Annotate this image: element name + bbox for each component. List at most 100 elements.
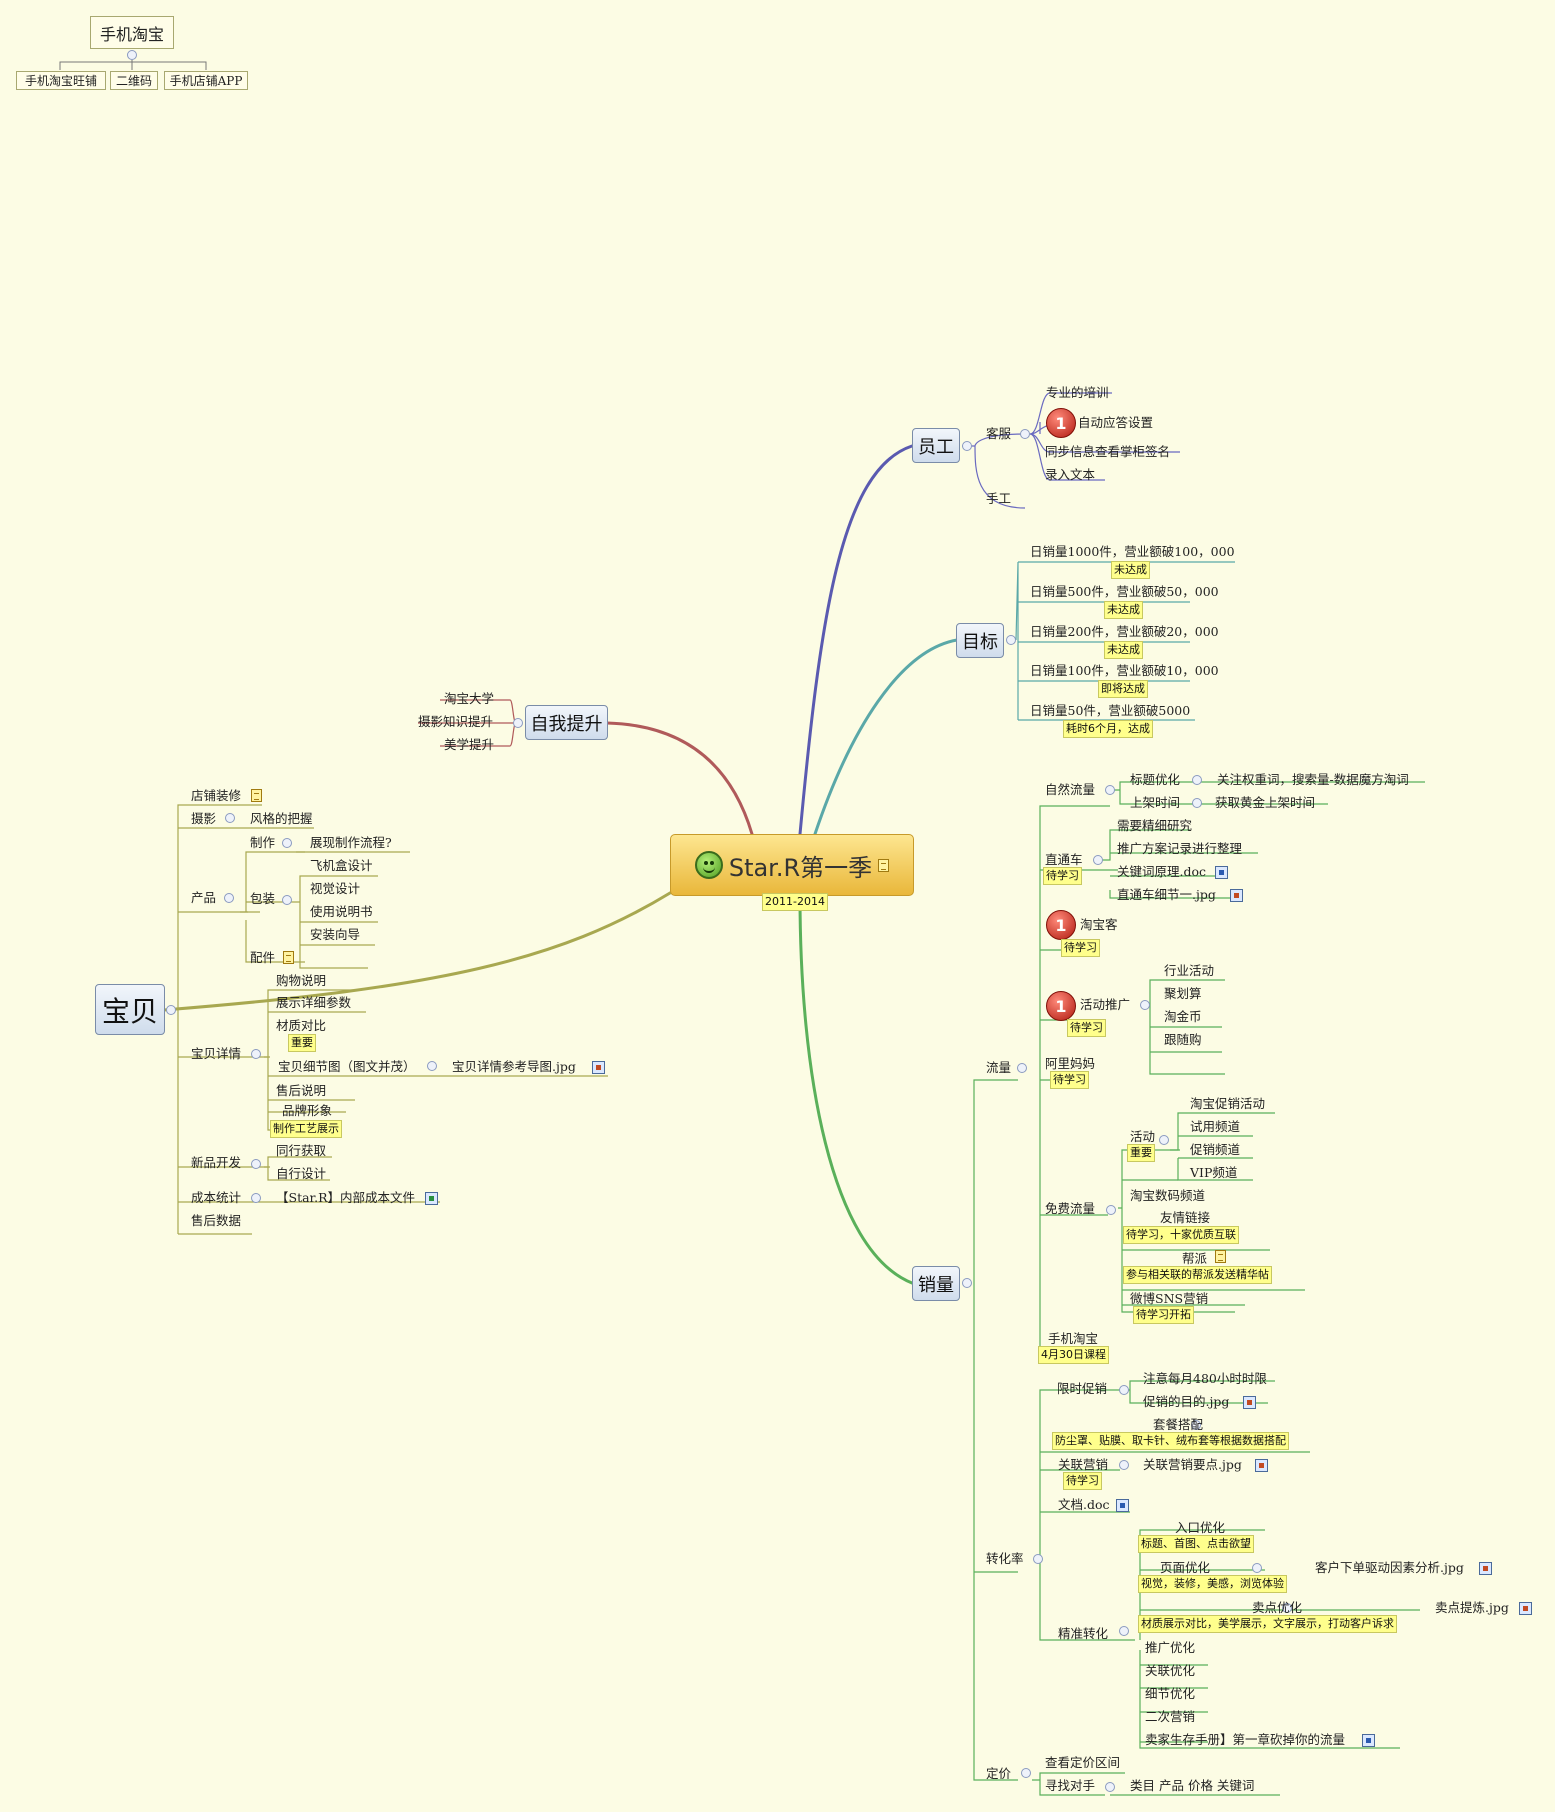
mianfei-item-text: 友情链接 <box>1160 1210 1211 1225</box>
shouhou-text: 售后数据 <box>191 1213 241 1228</box>
kefu-item-text: 同步信息查看掌柜签名 <box>1045 444 1170 459</box>
sheying-text: 摄影 <box>191 811 217 826</box>
taobaoke-text: 淘宝客 <box>1080 917 1118 932</box>
goal-text: 日销量100件，营业额破10，000 <box>1030 663 1219 678</box>
huodong2-item-text: 淘宝促销活动 <box>1190 1096 1265 1111</box>
peijian-text: 配件 <box>250 950 275 965</box>
xiangqing-item-text: 购物说明 <box>276 973 326 988</box>
taocan-text: 套餐搭配 <box>1153 1417 1204 1432</box>
mobile-course-label: 4月30日课程 <box>1038 1346 1109 1364</box>
chengben-text: 成本统计 <box>191 1190 241 1205</box>
note-icon[interactable] <box>251 789 262 802</box>
ztc-item-text: 直通车细节一.jpg <box>1117 887 1216 902</box>
image-file-icon[interactable] <box>1230 889 1243 902</box>
topic-baobei[interactable]: 宝贝 <box>95 984 165 1035</box>
maidian-child-text: 卖点提炼.jpg <box>1435 1600 1509 1615</box>
ztc-item-text: 需要精细研究 <box>1117 818 1193 833</box>
goal-text: 日销量500件，营业额破50，000 <box>1030 584 1219 599</box>
ziwo-item-text: 淘宝大学 <box>444 691 494 706</box>
note-icon[interactable] <box>1215 1250 1226 1263</box>
mianfei-item-text: 帮派 <box>1182 1251 1208 1266</box>
huodong2-item-text: 促销频道 <box>1190 1142 1241 1157</box>
baozhuang-item-text: 安装向导 <box>310 927 360 942</box>
branch-mubiao <box>813 638 959 836</box>
xiangqing-item-text: 品牌形象 <box>282 1103 332 1118</box>
huodong2-text: 活动 <box>1130 1129 1155 1144</box>
doc-file-icon[interactable] <box>1116 1499 1129 1512</box>
ziran-child-text: 关注权重词，搜索量-数据魔方淘词 <box>1217 772 1409 787</box>
xianshi-item-text: 促销的目的.jpg <box>1143 1394 1229 1409</box>
floating-topic-child[interactable]: 二维码 <box>110 71 158 90</box>
bundle-label: 防尘罩、贴膜、取卡针、绒布套等根据数据搭配 <box>1052 1432 1289 1450</box>
goal-text: 日销量50件，营业额破5000 <box>1030 703 1190 718</box>
guanlian-text: 关联营销 <box>1058 1457 1108 1472</box>
image-file-icon[interactable] <box>592 1061 605 1074</box>
goal-status-label: 未达成 <box>1104 601 1143 619</box>
topic-ziwo[interactable]: 自我提升 <box>525 705 608 740</box>
maidian-text: 卖点优化 <box>1252 1600 1303 1615</box>
priority-1-icon: 1 <box>1046 408 1076 438</box>
ziran-item-text: 标题优化 <box>1130 772 1181 787</box>
to-learn-label: 待学习 <box>1063 1472 1102 1490</box>
kefu-text: 客服 <box>986 426 1012 441</box>
note-icon[interactable] <box>878 858 890 872</box>
zhizuo-text: 制作 <box>250 835 276 850</box>
note-icon[interactable] <box>283 951 294 964</box>
mianfei-text: 免费流量 <box>1045 1201 1095 1216</box>
baozhuang-text: 包装 <box>250 891 275 906</box>
bangpai-label: 参与相关联的帮派发送精华帖 <box>1123 1266 1272 1284</box>
floating-topic-root[interactable]: 手机淘宝 <box>90 16 174 49</box>
dingjia-item-text: 寻找对手 <box>1045 1778 1095 1793</box>
page-label: 视觉，装修，美感，浏览体验 <box>1138 1575 1287 1593</box>
liucheng-text: 展现制作流程? <box>310 835 392 850</box>
central-topic[interactable]: Star.R第一季 <box>670 834 914 896</box>
doc-file-icon[interactable] <box>1362 1734 1375 1747</box>
image-file-icon[interactable] <box>1519 1602 1532 1615</box>
central-topic-title: Star.R第一季 <box>728 853 873 882</box>
xinpin-item-text: 自行设计 <box>276 1166 326 1181</box>
topic-yuangong[interactable]: 员工 <box>912 428 960 463</box>
chanpin-text: 产品 <box>191 890 216 905</box>
ztc-item-text: 推广方案记录进行整理 <box>1117 841 1243 856</box>
floating-topic-child[interactable]: 手机店铺APP <box>164 71 248 90</box>
jingzhun-item-text: 推广优化 <box>1145 1640 1196 1655</box>
xiangqing-item-text: 材质对比 <box>276 1018 326 1033</box>
huodong-item-text: 淘金币 <box>1164 1009 1202 1024</box>
jingzhun-item-text: 细节优化 <box>1145 1686 1196 1701</box>
doc-file-icon[interactable] <box>1215 866 1228 879</box>
ztc-text: 直通车 <box>1045 852 1083 867</box>
huodong-item-text: 聚划算 <box>1164 986 1202 1001</box>
xiangqing-text: 宝贝详情 <box>191 1046 241 1061</box>
spreadsheet-file-icon[interactable] <box>425 1192 438 1205</box>
shougong-text: 手工 <box>986 491 1011 506</box>
zhuanhua-text: 转化率 <box>986 1551 1024 1566</box>
goal-status-label: 未达成 <box>1104 641 1143 659</box>
shouji-text: 手机淘宝 <box>1048 1331 1098 1346</box>
kefu-item-text: 专业的培训 <box>1046 385 1109 400</box>
ziwo-item-text: 美学提升 <box>444 737 494 752</box>
craft-label: 制作工艺展示 <box>270 1120 342 1138</box>
jingzhun-item-text: 二次营销 <box>1145 1709 1195 1724</box>
goal-text: 日销量1000件，营业额破100，000 <box>1030 544 1235 559</box>
image-file-icon[interactable] <box>1243 1396 1256 1409</box>
central-years-label: 2011-2014 <box>762 893 828 911</box>
huodong-item-text: 跟随购 <box>1164 1032 1202 1047</box>
to-learn-label: 待学习 <box>1050 1071 1089 1089</box>
huodong2-item-text: VIP频道 <box>1189 1165 1238 1180</box>
image-file-icon[interactable] <box>1255 1459 1268 1472</box>
dianpu-text: 店铺装修 <box>191 788 242 803</box>
jingzhun-item-text: 卖家生存手册】第一章砍掉你的流量 <box>1145 1732 1345 1747</box>
ziran-child-text: 获取黄金上架时间 <box>1215 795 1315 810</box>
topic-mubiao[interactable]: 目标 <box>956 623 1004 658</box>
floating-topic-child[interactable]: 手机淘宝旺铺 <box>16 71 106 90</box>
important-label: 重要 <box>1127 1144 1155 1162</box>
ztc-item-text: 关键词原理.doc <box>1117 864 1206 879</box>
xiangqing-item-text: 宝贝细节图（图文并茂） <box>278 1059 416 1074</box>
image-file-icon[interactable] <box>1479 1562 1492 1575</box>
guanlian-child-text: 关联营销要点.jpg <box>1143 1457 1242 1472</box>
rukou-text: 入口优化 <box>1175 1520 1226 1535</box>
ziran-text: 自然流量 <box>1045 782 1095 797</box>
topic-xiaoliang[interactable]: 销量 <box>912 1266 960 1301</box>
branch-baobei <box>162 891 672 1012</box>
